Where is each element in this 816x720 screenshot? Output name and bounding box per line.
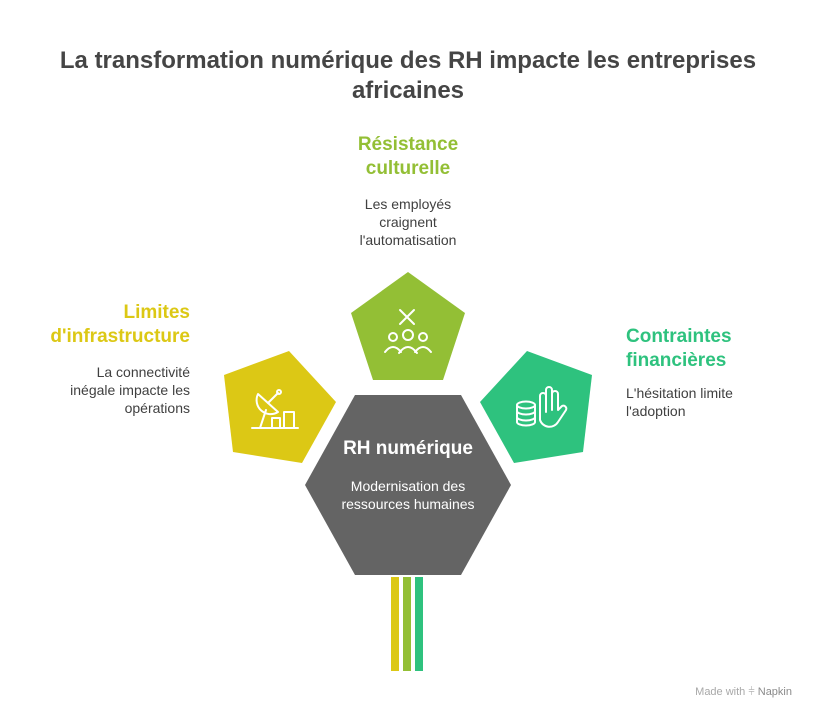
center-description: Modernisation des ressources humaines [341,478,475,512]
resistance-pentagon [351,272,465,380]
diagram-title: La transformation numérique des RH impac… [59,47,757,104]
infrastructure-description: La connectivité inégale impacte les opér… [70,364,190,416]
financial-title: Contraintes financières [626,326,732,371]
financial-description: L'hésitation limite l'adoption [626,385,733,419]
hand-coins-icon [516,386,568,428]
people-cross-icon [384,309,432,354]
resistance-title: Résistance culturelle [357,134,459,179]
satellite-dish-icon [251,389,299,429]
stem-bar-green [415,577,423,671]
napkin-logo-icon: ⫩ [748,686,755,698]
watermark-brand: Napkin [757,686,792,698]
center-title: RH numérique [343,438,473,459]
infrastructure-pentagon [224,351,336,463]
watermark-prefix: Made with [695,686,746,698]
infrastructure-title: Limites d'infrastructure [50,302,190,347]
napkin-watermark[interactable]: Made with ⫩ Napkin [695,686,792,699]
stem-bar-yellow [391,577,399,671]
resistance-description: Les employés craignent l'automatisation [359,196,457,248]
center-hexagon [305,395,511,575]
stem-bar-lime [403,577,411,671]
